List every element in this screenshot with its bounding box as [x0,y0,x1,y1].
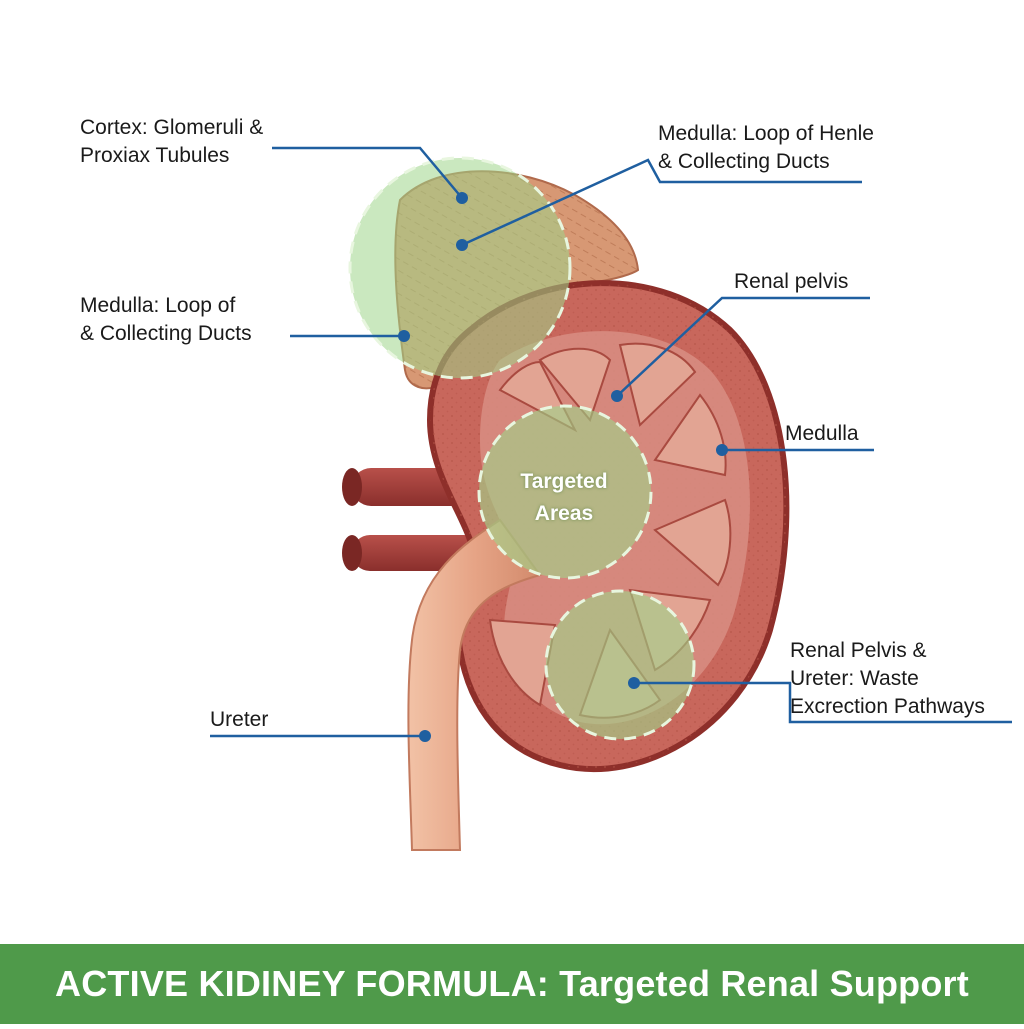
label-renal-pelvis-ureter: Renal Pelvis & Ureter: Waste Excrection … [790,639,985,718]
leader-medulla-top-right [461,158,862,247]
leader-dots [398,192,728,742]
banner-title: ACTIVE KIDINEY FORMULA: Targeted Renal S… [55,963,969,1004]
leader-renal-pelvis-ureter [634,681,1012,724]
label-medulla: Medulla [785,422,859,445]
highlight-renal-pelvis [544,589,696,741]
label-targeted-areas: Targeted Areas [520,470,608,525]
label-medulla-top-right: Medulla: Loop of Henle & Collecting Duct… [658,122,874,173]
ureter-tube [407,518,542,851]
label-ureter: Ureter [210,708,269,731]
targeted-highlights [348,156,696,741]
highlight-cortex [348,156,572,380]
label-renal-pelvis: Renal pelvis [734,270,849,293]
leader-cortex [272,146,463,199]
leader-lines [210,146,1012,738]
highlight-targeted-areas [477,404,653,580]
label-cortex: Cortex: Glomeruli & Proxiax Tubules [80,116,264,167]
leader-renal-pelvis [616,296,870,397]
title-banner: ACTIVE KIDINEY FORMULA: Targeted Renal S… [0,944,1024,1024]
label-medulla-left: Medulla: Loop of & Collecting Ducts [80,294,252,345]
